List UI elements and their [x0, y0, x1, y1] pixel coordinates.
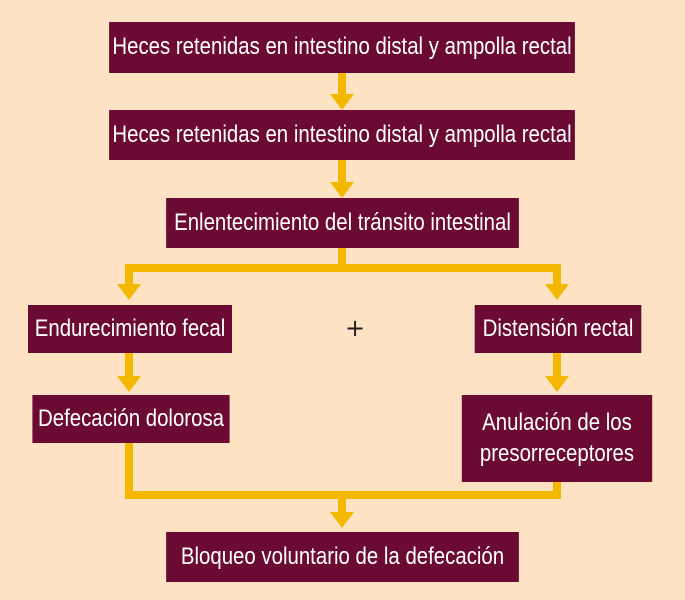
node-defecacion-dolorosa: Defecación dolorosa [32, 395, 230, 443]
node-label-line-2: presorreceptores [479, 439, 635, 467]
plus-sign: + [344, 314, 366, 342]
node-distension-rectal: Distensión rectal [474, 305, 642, 353]
node-label: Distensión rectal [482, 314, 634, 342]
node-label: Endurecimiento fecal [34, 314, 226, 342]
connector-line [125, 264, 561, 286]
node-label: Defecación dolorosa [38, 404, 224, 432]
node-label: Bloqueo voluntario de la defecación [180, 542, 505, 570]
node-label: Heces retenidas en intestino distal y am… [112, 33, 572, 61]
arrow-down-icon [545, 284, 569, 300]
arrow-down-icon [117, 284, 141, 300]
arrow-down-icon [330, 512, 354, 528]
arrow-down-icon [545, 376, 569, 392]
node-enlentecimiento: Enlentecimiento del tránsito intestinal [166, 198, 519, 248]
node-anulacion-presorreceptores: Anulación de los presorreceptores [461, 395, 653, 482]
node-endurecimiento-fecal: Endurecimiento fecal [28, 305, 232, 353]
node-label-line-1: Anulación de los [482, 408, 632, 436]
node-label: Heces retenidas en intestino distal y am… [112, 120, 572, 148]
node-bloqueo-voluntario: Bloqueo voluntario de la defecación [166, 532, 519, 582]
arrow-down-icon [330, 94, 354, 110]
node-heces-retenidas-1: Heces retenidas en intestino distal y am… [109, 22, 575, 73]
arrow-down-icon [330, 182, 354, 198]
node-heces-retenidas-2: Heces retenidas en intestino distal y am… [109, 110, 575, 160]
arrow-down-icon [117, 376, 141, 392]
node-label: Enlentecimiento del tránsito intestinal [174, 208, 511, 236]
